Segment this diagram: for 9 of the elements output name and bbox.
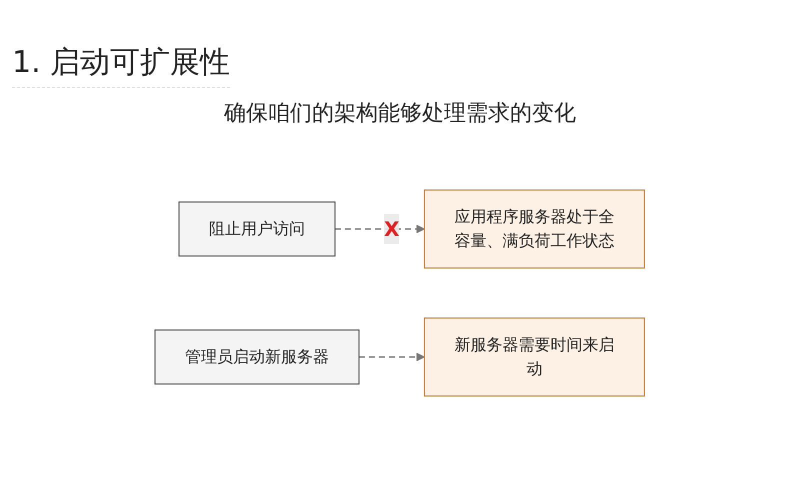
node-box: 管理员启动新服务器 xyxy=(154,330,360,384)
node-box: 应用程序服务器处于全容量、满负荷工作状态 xyxy=(424,190,646,268)
edge-label: X xyxy=(384,217,400,241)
node-box: 阻止用户访问 xyxy=(178,202,336,256)
slide-title: 1. 启动可扩展性 xyxy=(12,42,230,88)
node-box: 新服务器需要时间来启动 xyxy=(424,318,646,396)
subtitle: 确保咱们的架构能够处理需求的变化 xyxy=(223,100,577,128)
arrow xyxy=(335,224,426,234)
arrow xyxy=(359,352,426,362)
